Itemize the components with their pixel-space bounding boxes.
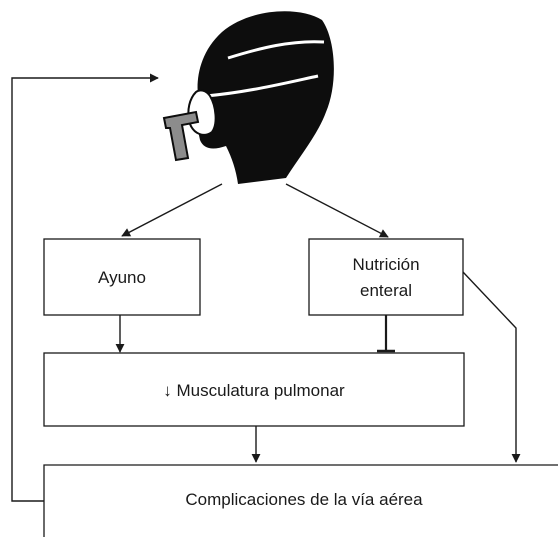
node-nutricion-label-line2: enteral bbox=[360, 281, 412, 300]
node-complicaciones: Complicaciones de la vía aérea bbox=[43, 464, 558, 537]
arrow-head-to-ayuno bbox=[121, 183, 223, 237]
feedback-arrow-complicaciones-to-patient bbox=[11, 73, 159, 502]
head-with-nasal-mask-icon bbox=[162, 11, 334, 184]
node-ayuno-label: Ayuno bbox=[98, 268, 146, 287]
node-nutricion-enteral: Nutrición enteral bbox=[308, 238, 464, 316]
node-complicaciones-label: Complicaciones de la vía aérea bbox=[185, 490, 423, 509]
node-ayuno: Ayuno bbox=[43, 238, 201, 316]
arrow-nutricion-to-complicaciones bbox=[462, 271, 521, 463]
arrow-head-to-nutricion bbox=[285, 183, 389, 238]
node-nutricion-label-line1: Nutrición bbox=[352, 255, 419, 274]
node-musculatura-pulmonar: ↓ Musculatura pulmonar bbox=[43, 352, 465, 427]
inhibition-nutricion-to-musculatura bbox=[377, 315, 395, 353]
node-musculatura-label: ↓ Musculatura pulmonar bbox=[163, 381, 345, 400]
